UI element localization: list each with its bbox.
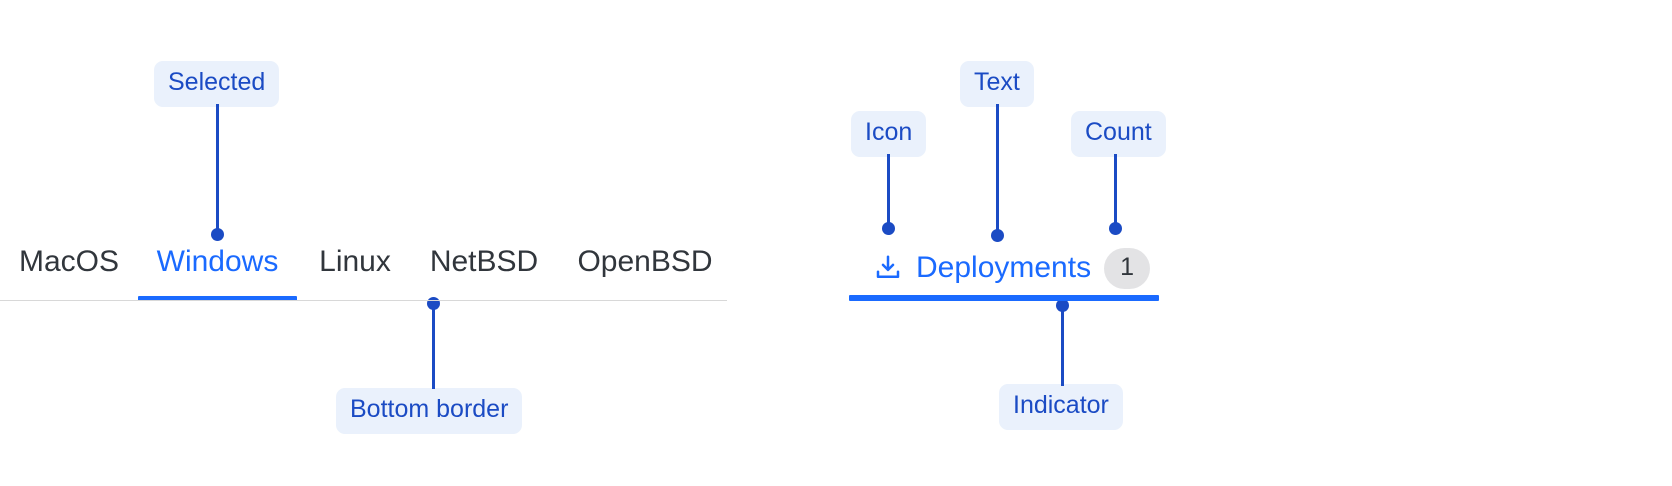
tab-netbsd[interactable]: NetBSD bbox=[413, 245, 555, 301]
tab-macos[interactable]: MacOS bbox=[18, 245, 120, 301]
deployments-tab-content: Deployments 1 bbox=[849, 245, 1151, 291]
callout-bottom-border: Bottom border bbox=[336, 388, 523, 434]
leader-line-bottom-border bbox=[432, 303, 435, 389]
tab-linux[interactable]: Linux bbox=[317, 245, 393, 301]
os-tab-bar: MacOS Windows Linux NetBSD OpenBSD bbox=[0, 245, 727, 301]
tab-linux-label: Linux bbox=[319, 245, 391, 278]
callout-indicator: Indicator bbox=[999, 384, 1123, 430]
deployments-tab[interactable]: Deployments 1 bbox=[849, 245, 1159, 301]
leader-dot-text bbox=[991, 229, 1004, 242]
callout-icon: Icon bbox=[851, 111, 927, 157]
tab-windows-label: Windows bbox=[156, 245, 279, 278]
leader-dot-icon bbox=[882, 222, 895, 235]
tab-selected-indicator bbox=[138, 296, 297, 301]
callout-count: Count bbox=[1071, 111, 1166, 157]
deployments-count-badge: 1 bbox=[1104, 247, 1151, 289]
leader-dot-selected bbox=[211, 228, 224, 241]
tab-openbsd[interactable]: OpenBSD bbox=[565, 245, 725, 301]
tab-bar-bottom-border bbox=[0, 299, 727, 301]
leader-line-selected bbox=[216, 104, 219, 234]
leader-line-text bbox=[996, 104, 999, 235]
tab-netbsd-label: NetBSD bbox=[429, 245, 539, 278]
callout-text: Text bbox=[960, 61, 1034, 107]
callout-selected: Selected bbox=[154, 61, 280, 107]
tab-macos-label: MacOS bbox=[18, 245, 120, 278]
leader-line-count bbox=[1114, 154, 1117, 234]
leader-dot-indicator bbox=[1056, 299, 1069, 312]
leader-line-icon bbox=[887, 154, 890, 234]
download-icon bbox=[873, 253, 903, 283]
tab-windows[interactable]: Windows bbox=[138, 245, 297, 301]
leader-line-indicator bbox=[1061, 302, 1064, 386]
tab-openbsd-label: OpenBSD bbox=[577, 245, 713, 278]
deployments-tab-label: Deployments bbox=[916, 251, 1092, 284]
leader-dot-count bbox=[1109, 222, 1122, 235]
deployments-tab-indicator bbox=[849, 295, 1159, 301]
